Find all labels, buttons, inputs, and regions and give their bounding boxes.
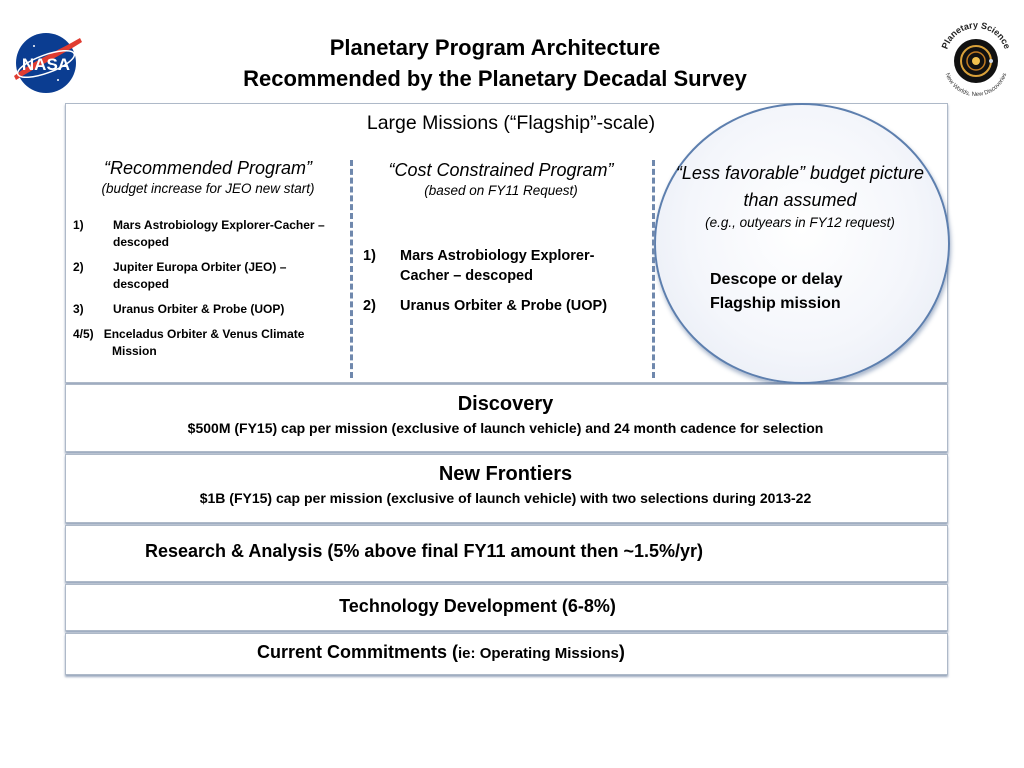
- less-favorable-action: Descope or delay Flagship mission: [710, 271, 843, 312]
- new-frontiers-content: New Frontiers $1B (FY15) cap per mission…: [65, 460, 946, 508]
- new-frontiers-detail: $1B (FY15) cap per mission (exclusive of…: [199, 490, 812, 506]
- nasa-logo-text: NASA: [22, 55, 70, 74]
- list-item: 3) Uranus Orbiter & Probe (UOP): [73, 301, 341, 318]
- recommended-program-header: “Recommended Program” (budget increase f…: [74, 156, 342, 198]
- cost-constrained-title: “Cost Constrained Program”: [388, 160, 614, 180]
- list-item: 2) Jupiter Europa Orbiter (JEO) – descope…: [73, 259, 341, 293]
- discovery-content: Discovery $500M (FY15) cap per mission (…: [65, 390, 946, 438]
- list-item-text: Uranus Orbiter & Probe (UOP): [400, 298, 608, 314]
- less-favorable-title: “Less favorable” budget picture than ass…: [675, 163, 925, 210]
- list-item: 4/5) Enceladus Orbiter & Venus Climate M…: [73, 326, 341, 360]
- technology-text: Technology Development (6-8%): [339, 596, 616, 616]
- commitments-main: Current Commitments (: [257, 642, 459, 662]
- recommended-program-subtitle: (budget increase for JEO new start): [101, 181, 315, 196]
- list-item-number: 2): [73, 260, 84, 274]
- recommended-program-list: 1) Mars Astrobiology Explorer-Cacher – de…: [73, 217, 341, 368]
- less-favorable-subtitle: (e.g., outyears in FY12 request): [705, 215, 895, 230]
- less-favorable-header: “Less favorable” budget picture than ass…: [672, 160, 928, 232]
- recommended-program-title: “Recommended Program”: [103, 158, 313, 178]
- list-item-text: Mars Astrobiology Explorer-Cacher – desc…: [113, 218, 325, 249]
- discovery-title: Discovery: [457, 393, 554, 415]
- commitments-box: [65, 633, 948, 675]
- column-divider: [350, 160, 353, 378]
- commitments-text: Current Commitments (ie: Operating Missi…: [257, 640, 625, 666]
- discovery-box: [65, 384, 948, 452]
- list-item-text: Mars Astrobiology Explorer-Cacher – desc…: [400, 248, 595, 284]
- cost-constrained-list: 1) Mars Astrobiology Explorer-Cacher – de…: [363, 246, 613, 326]
- cost-constrained-subtitle: (based on FY11 Request): [424, 183, 578, 198]
- flagship-title: Large Missions (“Flagship”-scale): [366, 112, 656, 134]
- nasa-logo: NASA: [14, 33, 82, 93]
- commitments-detail: ie: Operating Missions: [458, 645, 619, 662]
- list-item: 1) Mars Astrobiology Explorer-Cacher – de…: [363, 246, 613, 286]
- less-favorable-circle: [654, 103, 950, 384]
- list-item-number: 1): [363, 248, 376, 264]
- discovery-detail: $500M (FY15) cap per mission (exclusive …: [187, 420, 824, 436]
- page-title: Planetary Program Architecture Recommend…: [150, 32, 840, 94]
- list-item-text: Jupiter Europa Orbiter (JEO) – descoped: [113, 260, 287, 291]
- list-item-number: 2): [363, 298, 376, 314]
- research-text: Research & Analysis (5% above final FY11…: [145, 541, 704, 561]
- list-item-text: Enceladus Orbiter & Venus Climate Missio…: [103, 327, 305, 358]
- title-line-1: Planetary Program Architecture: [329, 35, 661, 60]
- list-item-number: 1): [73, 218, 84, 232]
- title-line-2: Recommended by the Planetary Decadal Sur…: [243, 66, 747, 91]
- commitments-close: ): [618, 642, 625, 662]
- planetary-science-logo: Planetary Science New Worlds, New Discov…: [940, 20, 1013, 98]
- new-frontiers-title: New Frontiers: [438, 463, 573, 485]
- list-item-number: 4/5): [73, 327, 94, 341]
- list-item: 1) Mars Astrobiology Explorer-Cacher – de…: [73, 217, 341, 251]
- list-item-text: Uranus Orbiter & Probe (UOP): [113, 302, 285, 316]
- list-item-number: 3): [73, 302, 84, 316]
- research-box: [65, 525, 948, 582]
- column-divider: [652, 160, 655, 378]
- list-item: 2) Uranus Orbiter & Probe (UOP): [363, 296, 613, 316]
- cost-constrained-header: “Cost Constrained Program” (based on FY1…: [357, 158, 645, 200]
- technology-box: [65, 584, 948, 631]
- new-frontiers-box: [65, 454, 948, 523]
